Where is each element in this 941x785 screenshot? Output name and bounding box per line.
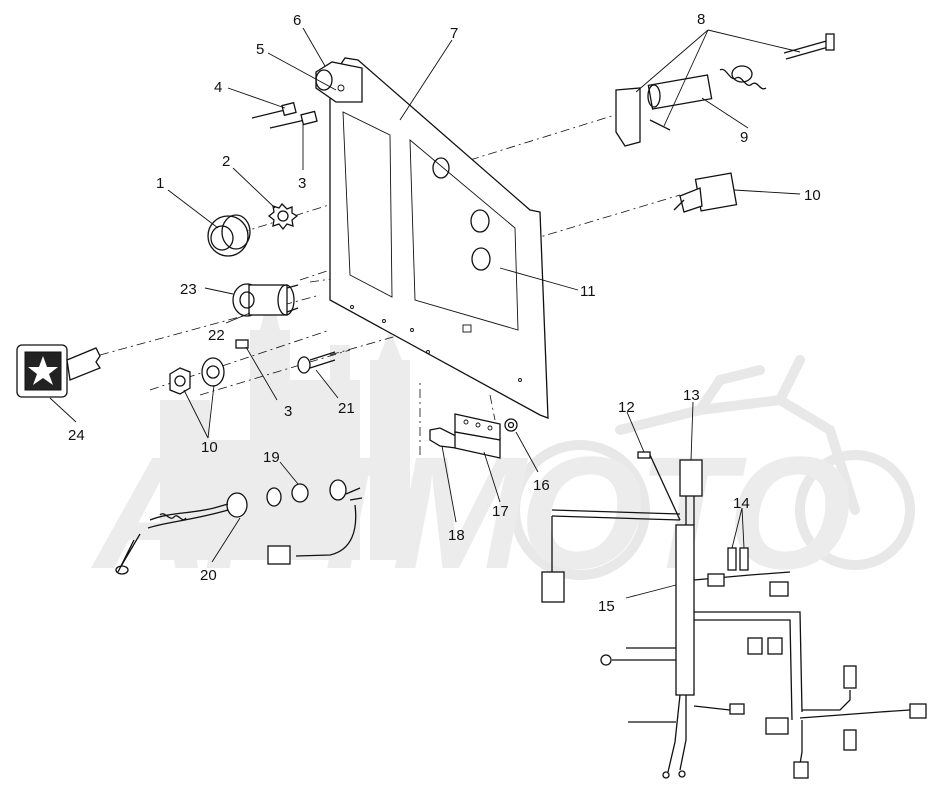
callout-8: 8 <box>697 11 705 28</box>
callout-16: 16 <box>533 477 550 494</box>
watermark-motorcycle-icon <box>510 355 915 580</box>
screw-4 <box>251 101 297 119</box>
latch-assembly <box>615 33 835 147</box>
switch-body <box>232 283 299 317</box>
callout-11: 11 <box>580 283 596 300</box>
bolt-21 <box>297 351 336 374</box>
callout-3-lower: 3 <box>284 403 292 420</box>
small-nut <box>504 418 518 432</box>
callout-6: 6 <box>293 12 301 29</box>
callout-14: 14 <box>733 495 750 512</box>
toggle-switch <box>673 172 738 213</box>
screw-3-upper <box>269 110 318 129</box>
callout-5: 5 <box>256 41 264 58</box>
callout-19: 19 <box>263 449 280 466</box>
callout-10-lower: 10 <box>201 439 218 456</box>
ignition-key <box>16 344 101 398</box>
callout-9: 9 <box>740 129 748 146</box>
callout-17: 17 <box>492 503 509 520</box>
callout-22: 22 <box>208 327 225 344</box>
small-screw-22 <box>235 339 249 349</box>
callout-labels: 6 5 4 3 7 2 1 23 22 3 21 24 10 8 9 10 11… <box>68 11 821 615</box>
switch-nut-lower <box>169 357 225 395</box>
callout-24: 24 <box>68 427 85 444</box>
callout-13: 13 <box>683 387 700 404</box>
dash-panel <box>329 57 549 419</box>
callout-20: 20 <box>200 567 217 584</box>
callout-4: 4 <box>214 79 222 96</box>
callout-21: 21 <box>338 400 355 417</box>
leader-lines <box>49 27 801 599</box>
terminal-block <box>429 413 501 459</box>
watermark-castle-icon <box>160 290 410 560</box>
callout-2: 2 <box>222 153 230 170</box>
callout-23: 23 <box>180 281 197 298</box>
callout-12: 12 <box>618 399 635 416</box>
callout-1: 1 <box>156 175 164 192</box>
wiring-harness <box>541 451 927 779</box>
mount-bracket <box>315 61 363 103</box>
knurled-nut <box>207 214 251 257</box>
callout-7: 7 <box>450 25 458 42</box>
callout-10-upper: 10 <box>804 187 821 204</box>
star-washer <box>267 203 299 231</box>
callout-15: 15 <box>598 598 615 615</box>
callout-3-upper: 3 <box>298 175 306 192</box>
lamp-socket <box>115 479 363 575</box>
callout-18: 18 <box>448 527 465 544</box>
